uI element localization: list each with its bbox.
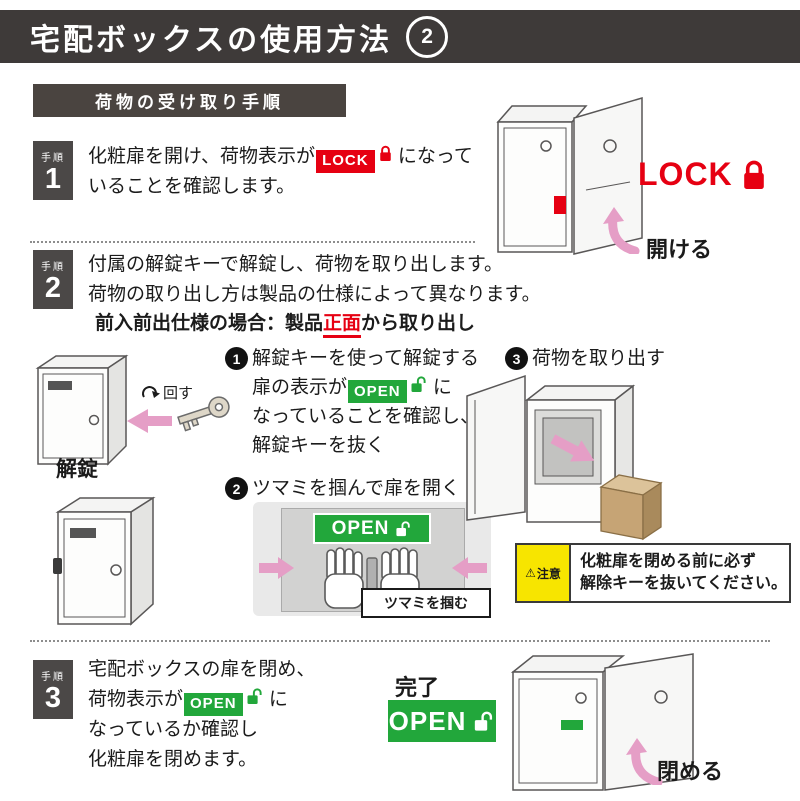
open-badge-label: OPEN (354, 383, 401, 400)
delivery-box-closing-illustration (510, 653, 694, 791)
step2-line2: 荷物の取り出し方は製品の仕様によって異なります。 (88, 284, 541, 305)
unlock-action-label: 解錠 (56, 458, 98, 481)
grab-knob-illustration: OPEN ツマミを掴む (253, 502, 491, 618)
page-number: 2 (421, 24, 433, 48)
step1-text-mid: になって (397, 146, 473, 167)
open-lock-icon (396, 520, 411, 536)
subtitle-pre: 製品 (285, 313, 324, 334)
step1-text: 化粧扉を開け、荷物表示が LOCK になって いることを確認します。 (88, 142, 473, 202)
substep3-number: 3 (505, 347, 528, 370)
substep1-line2: 扉の表示が OPEN に (252, 373, 479, 403)
warning-icon: ⚠ (525, 566, 536, 580)
section-divider (30, 241, 475, 243)
turn-text: 回す (163, 385, 194, 402)
step1-text-pre: 化粧扉を開け、荷物表示が (88, 146, 316, 167)
step3-number: 3 (44, 682, 62, 714)
pink-arrow-left-icon (452, 557, 487, 579)
subtitle-front-emphasis: 正面 (323, 313, 362, 338)
step1-badge: 手順 1 (33, 141, 73, 200)
step3-badge: 手順 3 (33, 660, 73, 719)
variant-subtitle: 前入前出仕様の場合：製品正面から取り出し (95, 308, 476, 338)
close-action-label: 閉める (657, 759, 724, 784)
substep3-title: 荷物を取り出す (532, 348, 666, 369)
rotate-arrow-icon (142, 385, 160, 398)
open-badge-label: OPEN (190, 695, 237, 712)
substep1-line3: なっていることを確認し、 (252, 406, 480, 427)
lock-badge: LOCK (316, 149, 375, 173)
unlock-illustration: 回す 解錠 (28, 340, 243, 485)
caution-text: 化粧扉を閉める前に必ず 解除キーを抜いてください。 (571, 545, 787, 601)
substep1-text: 解錠キーを使って解錠する 扉の表示が OPEN に なっていることを確認し、 解錠… (252, 344, 479, 460)
step2-line1: 付属の解錠キーで解錠し、荷物を取り出します。 (88, 254, 503, 275)
step3-illustration: 完了 OPEN 閉める (383, 642, 793, 797)
curved-arrow-icon (626, 738, 663, 785)
done-label: 完了 (395, 675, 440, 700)
step2-number: 2 (44, 272, 62, 304)
pink-arrow-right-icon (550, 434, 595, 462)
step3-text: 宅配ボックスの扉を閉め、 荷物表示が OPEN に なっているか確認し 化粧扉を閉… (88, 655, 315, 775)
step3-line2-pre: 荷物表示が (88, 689, 184, 710)
open-sign: OPEN (313, 513, 431, 544)
box-knob-illustration (40, 488, 230, 638)
lock-callout-label: LOCK (638, 156, 733, 192)
delivery-box-open-illustration (496, 96, 643, 255)
pink-arrow-left-icon (127, 409, 172, 433)
section-divider (30, 640, 770, 642)
substep1-line4: 解錠キーを抜く (252, 435, 386, 456)
step3-line4: 化粧扉を閉めます。 (88, 749, 258, 770)
step1-number: 1 (44, 163, 62, 195)
step1-illustration: LOCK 開ける (478, 86, 796, 266)
step-label: 手順 (41, 153, 65, 164)
substep1-line2-post: に (432, 377, 452, 398)
take-out-illustration (455, 365, 715, 543)
open-badge: OPEN (184, 692, 243, 716)
substep1-line2-pre: 扉の表示が (252, 377, 348, 398)
open-sign-label: OPEN (331, 517, 390, 539)
caution-label-text: 注意 (536, 566, 561, 581)
substep2-number: 2 (225, 477, 248, 500)
section-heading: 荷物の受け取り手順 (33, 84, 346, 117)
delivery-box-front-illustration (35, 354, 129, 466)
caution-line2: 解除キーを抜いてください。 (580, 575, 788, 592)
caution-label: ⚠ 注意 (517, 545, 571, 601)
open-status-callout: OPEN (388, 700, 496, 742)
key-icon (177, 396, 230, 432)
step3-line3: なっているか確認し (88, 719, 259, 740)
substep2-title: ツマミを掴んで扉を開く (252, 478, 461, 499)
lock-icon (379, 146, 391, 162)
curved-arrow-icon (603, 207, 640, 254)
step-label: 手順 (41, 672, 65, 683)
step1-line1: 化粧扉を開け、荷物表示が LOCK になって (88, 142, 473, 173)
substep1-number: 1 (225, 347, 248, 370)
step3-line2: 荷物表示が OPEN に (88, 685, 315, 716)
turn-label: 回す (140, 382, 193, 403)
page-title: 宅配ボックスの使用方法 (30, 23, 393, 57)
open-action-label: 開ける (646, 237, 713, 262)
grab-knob-caption: ツマミを掴む (361, 588, 491, 618)
step1-line2: いることを確認します。 (88, 176, 296, 197)
open-badge: OPEN (348, 380, 407, 403)
caution-line1: 化粧扉を閉める前に必ず (580, 553, 757, 570)
caution-box: ⚠ 注意 化粧扉を閉める前に必ず 解除キーを抜いてください。 (515, 543, 791, 603)
package-icon (599, 474, 663, 541)
step-label: 手順 (41, 262, 65, 273)
lock-status-callout: LOCK (638, 156, 768, 193)
lock-badge-label: LOCK (322, 152, 369, 169)
subtitle-bold: 前入前出仕様の場合： (95, 313, 286, 334)
subtitle-post: から取り出し (361, 313, 476, 334)
pink-arrow-right-icon (259, 557, 294, 579)
open-lock-icon (247, 688, 262, 705)
open-callout-label: OPEN (388, 705, 467, 736)
step2-badge: 手順 2 (33, 250, 73, 309)
page-header: 宅配ボックスの使用方法 2 (0, 10, 800, 63)
substep1-line1: 解錠キーを使って解錠する (252, 348, 480, 369)
step3-line1: 宅配ボックスの扉を閉め、 (88, 659, 316, 680)
step3-line2-post: に (268, 689, 288, 710)
lock-icon (743, 160, 764, 189)
open-lock-icon (475, 711, 493, 731)
page-number-circle: 2 (406, 15, 449, 58)
step2-text: 付属の解錠キーで解錠し、荷物を取り出します。 荷物の取り出し方は製品の仕様によっ… (88, 250, 541, 310)
delivery-box-front-illustration (53, 496, 156, 626)
open-lock-icon (411, 376, 426, 393)
